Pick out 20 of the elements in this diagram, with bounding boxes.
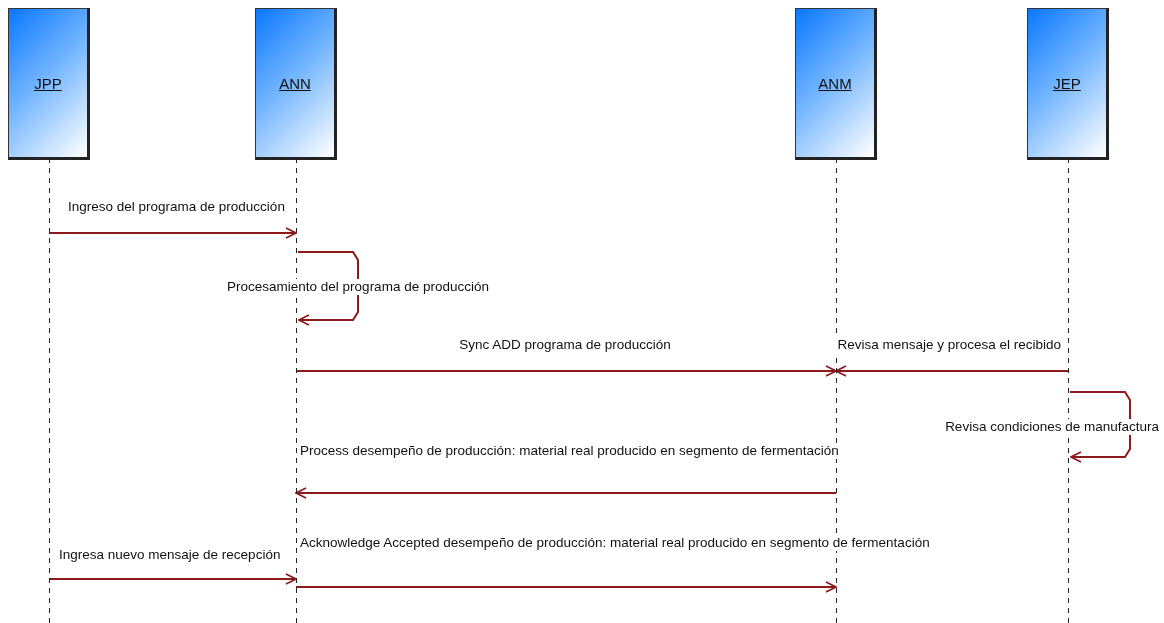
- participant-name: JPP: [34, 74, 62, 92]
- message-arrow: [48, 573, 297, 585]
- self-message-arrow: [297, 251, 359, 326]
- message-arrow: [295, 365, 837, 377]
- participant-name: JEP: [1053, 74, 1081, 92]
- message-arrow: [835, 365, 1069, 377]
- self-message-arrow: [1069, 391, 1131, 463]
- message-label: Acknowledge Accepted desempeño de producción: material real producido en segmento de fermentación: [299, 535, 931, 551]
- message-label: Revisa mensaje y procesa el recibido: [836, 337, 1062, 353]
- message-label: Ingresa nuevo mensaje de recepción: [58, 547, 282, 563]
- message-arrow: [295, 487, 837, 499]
- message-label: Procesamiento del programa de producción: [226, 279, 490, 295]
- message-label: Ingreso del programa de producción: [67, 199, 286, 215]
- message-label: Sync ADD programa de producción: [458, 337, 672, 353]
- message-arrow: [295, 581, 837, 593]
- message-arrow: [48, 227, 297, 239]
- participant-name: ANM: [818, 74, 852, 92]
- message-label: Revisa condiciones de manufactura: [944, 419, 1160, 435]
- participant-name: ANN: [279, 74, 311, 92]
- message-label: Process desempeño de producción: material real producido en segmento de fermentación: [299, 443, 840, 459]
